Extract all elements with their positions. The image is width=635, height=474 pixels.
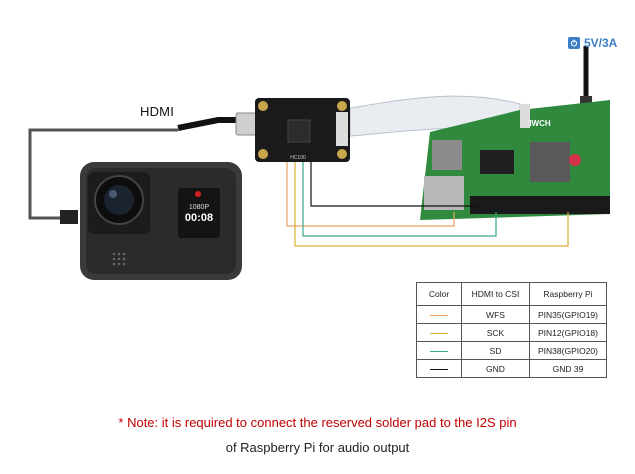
wire-sd xyxy=(302,162,497,237)
note-line-2: of Raspberry Pi for audio output xyxy=(225,440,410,455)
raspberry-pi: IWCH xyxy=(420,100,610,220)
hdmi-csi-adapter: HC100 xyxy=(255,98,350,162)
wiring-legend-table: Color HDMI to CSI Raspberry Pi WFS PIN35… xyxy=(416,282,607,378)
wire-sck xyxy=(294,162,569,247)
legend-hdmi-gnd: GND xyxy=(461,359,530,378)
legend-header-row: Color HDMI to CSI Raspberry Pi xyxy=(416,282,607,306)
pi-brand: IWCH xyxy=(529,119,551,128)
table-row: SD PIN38(GPIO20) xyxy=(416,341,607,360)
legend-header-color: Color xyxy=(416,282,462,306)
wire-wfs xyxy=(286,162,455,227)
power-cable xyxy=(580,46,592,110)
table-row: WFS PIN35(GPIO19) xyxy=(416,305,607,324)
camera-screen-mode: 1080P xyxy=(189,204,210,211)
hdmi-label: HDMI xyxy=(140,104,175,119)
wires xyxy=(286,162,569,247)
legend-pi-sck: PIN12(GPIO18) xyxy=(529,323,607,342)
power-label: 5V/3A xyxy=(584,36,618,50)
adapter-silk: HC100 xyxy=(290,155,306,161)
color-swatch-sd xyxy=(430,350,448,352)
legend-hdmi-sck: SCK xyxy=(461,323,530,342)
legend-pi-wfs: PIN35(GPIO19) xyxy=(529,305,607,324)
legend-pi-sd: PIN38(GPIO20) xyxy=(529,341,607,360)
table-row: GND GND 39 xyxy=(416,359,607,378)
wire-gnd xyxy=(310,162,478,207)
color-swatch-wfs xyxy=(430,314,448,316)
power-icon xyxy=(568,37,580,49)
legend-hdmi-wfs: WFS xyxy=(461,305,530,324)
legend-hdmi-sd: SD xyxy=(461,341,530,360)
note-line-1: * Note: it is required to connect the re… xyxy=(118,415,517,430)
power-badge: 5V/3A xyxy=(568,36,617,50)
legend-header-hdmi: HDMI to CSI xyxy=(461,282,530,306)
legend-header-pi: Raspberry Pi xyxy=(529,282,607,306)
legend-pi-gnd: GND 39 xyxy=(529,359,607,378)
color-swatch-gnd xyxy=(430,368,448,370)
table-row: SCK PIN12(GPIO18) xyxy=(416,323,607,342)
color-swatch-sck xyxy=(430,332,448,334)
action-camera: 1080P 00:08 xyxy=(80,162,242,280)
camera-screen-time: 00:08 xyxy=(185,212,213,224)
